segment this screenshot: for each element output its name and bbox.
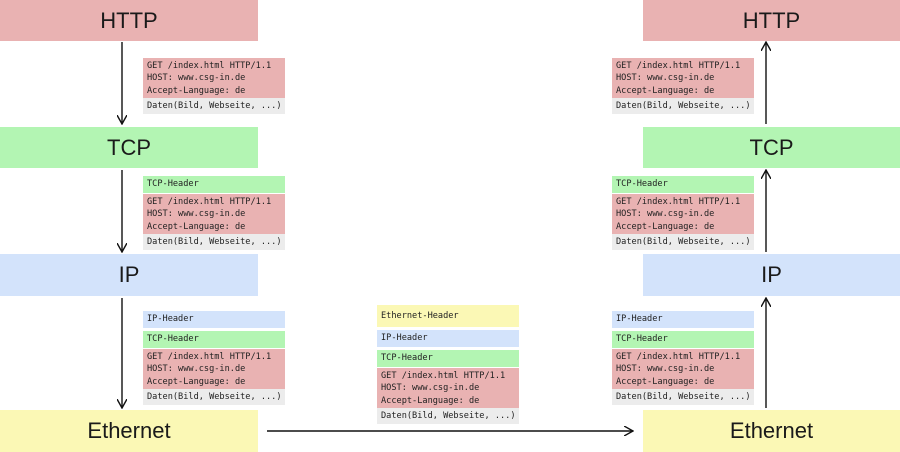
payload-request-line: GET /index.html HTTP/1.1 xyxy=(147,197,272,207)
packet-tcp-right: TCP-Header GET /index.html HTTP/1.1 HOST… xyxy=(612,176,754,250)
payload-host: HOST: www.csg-in.de xyxy=(381,383,480,394)
tcp-header-label: TCP-Header xyxy=(381,353,433,363)
packet-http-right: GET /index.html HTTP/1.1 HOST: www.csg-i… xyxy=(612,58,754,114)
tcp-header-label: TCP-Header xyxy=(147,179,199,189)
tcp-header-label: TCP-Header xyxy=(147,334,199,344)
payload-request-line: GET /index.html HTTP/1.1 xyxy=(147,61,272,71)
payload-language: Accept-Language: de xyxy=(381,395,480,406)
layer-tcp-right: TCP xyxy=(643,127,900,168)
http-payload: GET /index.html HTTP/1.1 HOST: www.csg-i… xyxy=(612,58,754,99)
layer-ip-left: IP xyxy=(0,254,258,296)
payload-data: Daten(Bild, Webseite, ...) xyxy=(147,237,282,248)
payload-data: Daten(Bild, Webseite, ...) xyxy=(147,101,282,112)
layer-ip-right: IP xyxy=(643,254,900,296)
payload-language: Accept-Language: de xyxy=(616,376,715,387)
layer-http-right-label: HTTP xyxy=(742,7,801,33)
packet-ip-right: IP-Header TCP-Header GET /index.html HTT… xyxy=(612,311,754,405)
ip-header: IP-Header xyxy=(143,311,285,328)
layer-tcp-right-label: TCP xyxy=(749,134,794,160)
payload-data: Daten(Bild, Webseite, ...) xyxy=(381,411,516,422)
payload-request-line: GET /index.html HTTP/1.1 xyxy=(381,371,506,381)
payload-request-line: GET /index.html HTTP/1.1 xyxy=(147,352,272,362)
payload-host: HOST: www.csg-in.de xyxy=(616,364,715,375)
payload-language: Accept-Language: de xyxy=(616,221,715,232)
payload-host: HOST: www.csg-in.de xyxy=(147,209,246,220)
data-payload: Daten(Bild, Webseite, ...) xyxy=(143,234,285,250)
http-payload: GET /index.html HTTP/1.1 HOST: www.csg-i… xyxy=(612,194,754,235)
tcp-header-label: TCP-Header xyxy=(616,179,668,189)
layer-tcp-left-label: TCP xyxy=(107,134,151,160)
ip-header-label: IP-Header xyxy=(381,333,428,343)
layer-ethernet-right: Ethernet xyxy=(643,410,900,452)
payload-language: Accept-Language: de xyxy=(147,376,246,387)
packet-tcp-left: TCP-Header GET /index.html HTTP/1.1 HOST… xyxy=(143,176,285,250)
packet-ethernet-middle: Ethernet-Header IP-Header TCP-Header GET… xyxy=(377,305,519,424)
tcp-header: TCP-Header xyxy=(612,331,754,348)
data-payload: Daten(Bild, Webseite, ...) xyxy=(612,98,754,114)
payload-request-line: GET /index.html HTTP/1.1 xyxy=(616,352,741,362)
layer-ip-left-label: IP xyxy=(118,262,140,287)
http-payload: GET /index.html HTTP/1.1 HOST: www.csg-i… xyxy=(143,349,285,390)
ip-header-label: IP-Header xyxy=(147,314,194,324)
payload-host: HOST: www.csg-in.de xyxy=(616,209,715,220)
layer-http-right: HTTP xyxy=(643,0,900,41)
layer-ethernet-left: Ethernet xyxy=(0,410,258,452)
http-payload: GET /index.html HTTP/1.1 HOST: www.csg-i… xyxy=(143,194,285,235)
payload-data: Daten(Bild, Webseite, ...) xyxy=(616,237,751,248)
payload-host: HOST: www.csg-in.de xyxy=(147,364,246,375)
data-payload: Daten(Bild, Webseite, ...) xyxy=(612,234,754,250)
payload-data: Daten(Bild, Webseite, ...) xyxy=(616,392,751,403)
data-payload: Daten(Bild, Webseite, ...) xyxy=(377,408,519,424)
tcp-header: TCP-Header xyxy=(143,176,285,193)
ethernet-header: Ethernet-Header xyxy=(377,305,519,327)
payload-request-line: GET /index.html HTTP/1.1 xyxy=(616,197,741,207)
http-payload: GET /index.html HTTP/1.1 HOST: www.csg-i… xyxy=(143,58,285,99)
layer-ethernet-left-label: Ethernet xyxy=(87,418,171,443)
layer-http-left: HTTP xyxy=(0,0,258,41)
packet-http-left: GET /index.html HTTP/1.1 HOST: www.csg-i… xyxy=(143,58,285,114)
http-payload: GET /index.html HTTP/1.1 HOST: www.csg-i… xyxy=(377,368,519,409)
payload-data: Daten(Bild, Webseite, ...) xyxy=(147,392,282,403)
data-payload: Daten(Bild, Webseite, ...) xyxy=(612,389,754,405)
payload-language: Accept-Language: de xyxy=(147,85,246,96)
layer-http-left-label: HTTP xyxy=(100,7,158,33)
payload-language: Accept-Language: de xyxy=(616,85,715,96)
tcp-header-label: TCP-Header xyxy=(616,334,668,344)
ethernet-header-label: Ethernet-Header xyxy=(381,311,459,321)
packet-ip-left: IP-Header TCP-Header GET /index.html HTT… xyxy=(143,311,285,405)
payload-language: Accept-Language: de xyxy=(147,221,246,232)
ip-header-label: IP-Header xyxy=(616,314,663,324)
ip-header: IP-Header xyxy=(612,311,754,328)
payload-host: HOST: www.csg-in.de xyxy=(616,73,715,84)
data-payload: Daten(Bild, Webseite, ...) xyxy=(143,389,285,405)
http-payload: GET /index.html HTTP/1.1 HOST: www.csg-i… xyxy=(612,349,754,390)
tcp-header: TCP-Header xyxy=(143,331,285,348)
data-payload: Daten(Bild, Webseite, ...) xyxy=(143,98,285,114)
tcp-header: TCP-Header xyxy=(612,176,754,193)
payload-host: HOST: www.csg-in.de xyxy=(147,73,246,84)
payload-request-line: GET /index.html HTTP/1.1 xyxy=(616,61,741,71)
layer-ip-right-label: IP xyxy=(761,262,782,287)
layer-tcp-left: TCP xyxy=(0,127,258,168)
layer-ethernet-right-label: Ethernet xyxy=(729,418,814,443)
tcp-header: TCP-Header xyxy=(377,350,519,367)
ip-header: IP-Header xyxy=(377,330,519,347)
payload-data: Daten(Bild, Webseite, ...) xyxy=(616,101,751,112)
